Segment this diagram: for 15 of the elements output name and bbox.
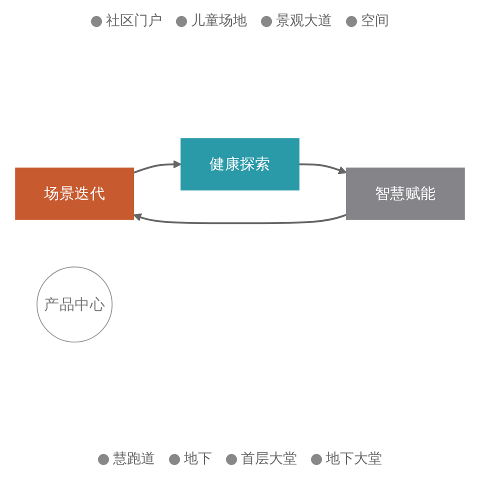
node-box: 健康探索 bbox=[180, 138, 300, 190]
arrow bbox=[133, 160, 182, 174]
location-label: 地下大堂 bbox=[326, 450, 382, 468]
node-box: 智慧赋能 bbox=[346, 167, 465, 220]
location-label: 儿童场地 bbox=[191, 12, 247, 30]
location-label: 首层大堂 bbox=[241, 450, 297, 468]
arrow bbox=[298, 162, 347, 174]
location-label: 空间 bbox=[361, 12, 389, 30]
location-label: 景观大道 bbox=[276, 12, 332, 30]
location-label: 社区门户 bbox=[106, 12, 162, 30]
location-label: 慧跑道 bbox=[113, 450, 155, 468]
node-circle: 产品中心 bbox=[36, 266, 113, 342]
location-label: 地下 bbox=[184, 450, 212, 468]
arrow bbox=[133, 213, 347, 224]
node-box: 场景迭代 bbox=[15, 167, 134, 220]
